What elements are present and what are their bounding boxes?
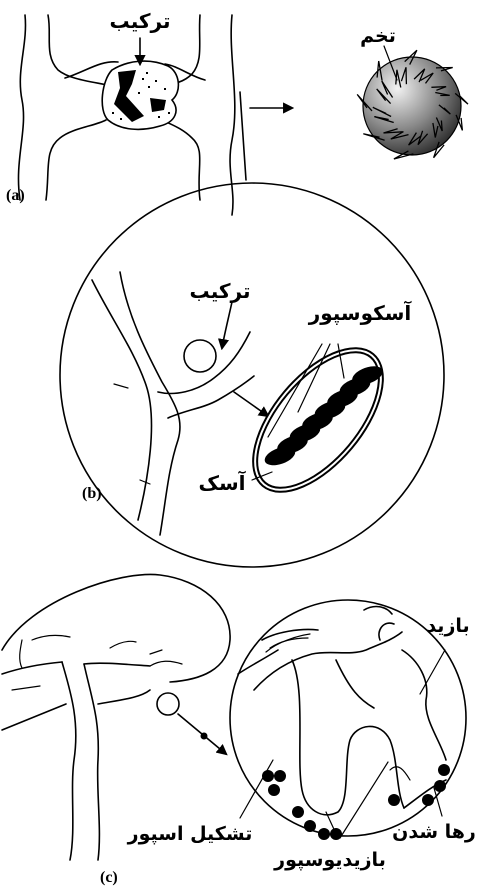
basidiospore bbox=[434, 780, 446, 792]
basidium-layer-c bbox=[238, 607, 446, 815]
transition-arrow-b bbox=[234, 392, 268, 416]
panel-c: بازید تشکیل اسپور رها شدن بازیدیوسپور (c… bbox=[2, 574, 476, 886]
mushroom-c bbox=[2, 574, 230, 860]
basidiospore bbox=[304, 820, 316, 832]
gill-close-up-marker-c bbox=[157, 693, 179, 715]
ascus-b bbox=[232, 329, 404, 512]
basidium-label-c: بازید bbox=[426, 615, 469, 637]
basidiospore bbox=[318, 828, 330, 840]
fusion-pointer-b bbox=[222, 302, 232, 348]
magnified-view-b bbox=[60, 183, 444, 567]
release-label-c: رها شدن bbox=[392, 821, 476, 843]
basidiospore bbox=[292, 806, 304, 818]
basidiospore-pointers-c bbox=[326, 762, 388, 838]
spore-formation-pointer-c bbox=[240, 760, 273, 818]
fusion-zone-a bbox=[102, 61, 178, 129]
fusion-label-a: ترکیب bbox=[110, 9, 171, 33]
ascospore-label-b: آسکوسپور bbox=[308, 300, 413, 326]
detached-spore-c bbox=[201, 733, 208, 740]
panel-tag-a: (a) bbox=[6, 187, 25, 204]
basidiospore bbox=[268, 784, 280, 796]
panel-tag-c: (c) bbox=[100, 869, 118, 886]
basidiospore bbox=[388, 794, 400, 806]
basidiospore bbox=[438, 764, 450, 776]
ascus-label-b: آسک bbox=[198, 470, 246, 495]
egg-label-a: تخم bbox=[360, 25, 396, 47]
panel-b: ترکیب آسکوسپور آسک (b) bbox=[60, 183, 444, 567]
basidiospore bbox=[274, 770, 286, 782]
basidium-pointer-c bbox=[420, 650, 445, 694]
fusion-label-b: ترکیب bbox=[190, 279, 251, 303]
panel-tag-b: (b) bbox=[82, 485, 102, 502]
basidiospore bbox=[422, 794, 434, 806]
egg-a bbox=[357, 50, 468, 159]
basidiospore-label-c: بازیدیوسپور bbox=[273, 849, 386, 871]
fusion-cell-b bbox=[184, 340, 216, 372]
release-pointer-c bbox=[434, 788, 442, 816]
spore-formation-label-c: تشکیل اسپور bbox=[127, 823, 253, 845]
